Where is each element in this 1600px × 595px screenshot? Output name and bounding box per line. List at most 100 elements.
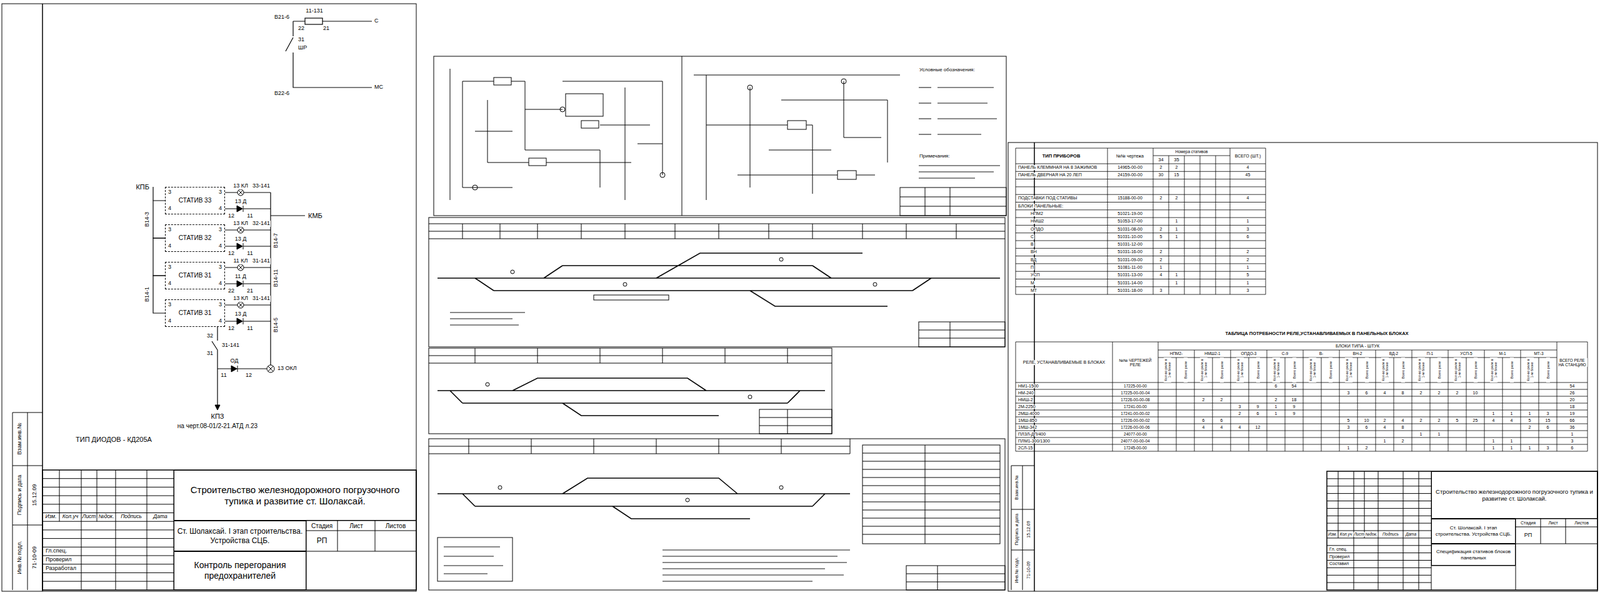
terminal-number: 31	[206, 350, 214, 357]
table-cell: 3	[1546, 411, 1550, 417]
wire-mark: 31-141	[221, 342, 240, 349]
track-plan-sheet	[437, 253, 1000, 307]
table-cell: П	[1030, 265, 1035, 270]
title-block-grid	[1326, 471, 1598, 590]
track-plan-sheet	[565, 93, 604, 117]
terminal-number: 12	[227, 213, 235, 220]
table-cell: 2	[1220, 397, 1224, 403]
table-cell: 30	[1158, 173, 1165, 179]
table-cell: ПАНЕЛЬ КЛЕММНАЯ НА 8 ЗАЖИМОВ	[1017, 165, 1098, 170]
table-cell: НМШ2	[1030, 218, 1045, 224]
table-cell: 51053-17-00	[1116, 218, 1144, 224]
terminal-number: 21	[246, 288, 254, 295]
table-cell: 3	[1346, 390, 1351, 396]
table-header: В-	[1318, 351, 1325, 356]
table-cell: ОПДО	[1030, 226, 1045, 232]
table-cell: 2М-2250	[1017, 404, 1037, 410]
table-grid	[1015, 341, 1588, 452]
table-header: 35	[1173, 156, 1180, 162]
track-plan-sheet	[433, 56, 1007, 216]
signature-role: Гл. спец.	[1328, 546, 1349, 552]
contact-name: ШР	[297, 45, 308, 52]
diode-label: ОД	[230, 358, 240, 365]
table-cell: 6	[1546, 425, 1550, 430]
title-block-grid	[42, 478, 174, 582]
table-cell: 14965-00-00	[1116, 165, 1144, 170]
table-grid	[1015, 148, 1588, 452]
terminal-number: 3	[218, 264, 223, 271]
stamp-text: 15.12.09	[1026, 520, 1032, 539]
table-cell: 2	[1419, 418, 1424, 424]
table-grid	[1176, 357, 1539, 452]
table-header: П-1	[1426, 351, 1434, 356]
table-header: ВН-2	[1352, 351, 1364, 356]
table-cell: 2	[1455, 390, 1460, 396]
table-cell: 4	[1201, 425, 1206, 430]
track-plan-sheet	[862, 445, 1000, 544]
table-cell: 54	[1569, 383, 1576, 389]
table-header: МТ-3	[1533, 351, 1544, 356]
table-cell: 2	[1159, 250, 1164, 255]
track-plan-sheet	[428, 438, 1005, 590]
table-cell: 3	[1346, 425, 1351, 430]
wire-mark: 33-141	[251, 183, 271, 190]
terminal-number: 3	[218, 189, 223, 196]
table-cell: 3	[1570, 438, 1575, 444]
table-cell: 24159-00-00	[1116, 173, 1144, 179]
stand-box: СТАТИВ 31	[165, 261, 225, 290]
track-plan-sheet	[918, 321, 1005, 347]
track-plan-sheet	[779, 257, 784, 262]
table-cell: 17225-00-00	[1123, 383, 1148, 389]
table-header: Номера стативов	[1174, 149, 1209, 154]
table-cell: М	[1030, 280, 1035, 286]
table-cell: 25	[1472, 418, 1479, 424]
table-header: Всего реле	[1328, 357, 1332, 383]
circuit-wire	[211, 326, 267, 405]
table-cell: 1	[1528, 445, 1532, 451]
table-cell: 4	[1510, 418, 1514, 424]
title-block-grid	[1326, 478, 1432, 583]
table-cell: 2	[1419, 390, 1424, 396]
lamp-label: 13 КЛ	[232, 220, 249, 227]
table-cell: 6	[1246, 234, 1250, 240]
table-cell: 6	[1201, 418, 1206, 424]
wire-mark: В14-3	[144, 211, 151, 228]
table-cell: 17226-00-00-06	[1120, 425, 1150, 430]
title-station-cell: Ст. Шолаксай. I этап строительства. Устр…	[1431, 518, 1516, 544]
table-cell: 2	[1246, 250, 1250, 255]
track-plan-sheet	[693, 75, 900, 200]
wire-mark: В14-11	[273, 268, 280, 288]
track-plan-sheet	[472, 185, 478, 190]
table-cell: 4	[1246, 196, 1250, 202]
stamp-text: 71-10-09	[1026, 560, 1032, 580]
table-header: №№ чертежа	[1108, 153, 1152, 159]
table-header: Кол-во реле в 1-м блоке	[1308, 357, 1316, 383]
track-plan-sheet	[900, 187, 1007, 216]
track-plan-sheet	[428, 348, 832, 434]
bus-wire	[153, 238, 165, 276]
lamp-symbol	[238, 303, 244, 308]
table-cell: 1	[1510, 445, 1514, 451]
table-cell: 2	[1175, 196, 1179, 202]
table-cell: 2	[1528, 425, 1532, 430]
table-cell: 66	[1569, 418, 1576, 424]
terminal-number: 4	[218, 205, 223, 212]
diode-symbol	[236, 318, 244, 325]
track-plan-sheet	[450, 312, 525, 325]
table-cell: 4	[1491, 418, 1496, 424]
table-cell: 9	[1292, 411, 1297, 417]
diode-symbol	[236, 205, 244, 212]
terminal-number: 4	[167, 280, 172, 287]
table-cell: 2	[1159, 165, 1164, 170]
table-cell: 17225-00-00-04	[1120, 390, 1150, 395]
circuit-wire	[285, 21, 372, 88]
table-grid	[1015, 341, 1588, 452]
table-header: УСП-5	[1459, 351, 1473, 356]
title-sheet-cell: Спецификация стативов блоков панельных	[1431, 543, 1516, 566]
track-plan-sheet	[918, 87, 1000, 179]
terminal-number: 3	[218, 301, 223, 309]
table-cell: 4	[1383, 425, 1387, 430]
lamp-symbol	[237, 189, 244, 196]
table-cell: 4	[1238, 425, 1242, 430]
terminal-number: 4	[167, 318, 172, 325]
